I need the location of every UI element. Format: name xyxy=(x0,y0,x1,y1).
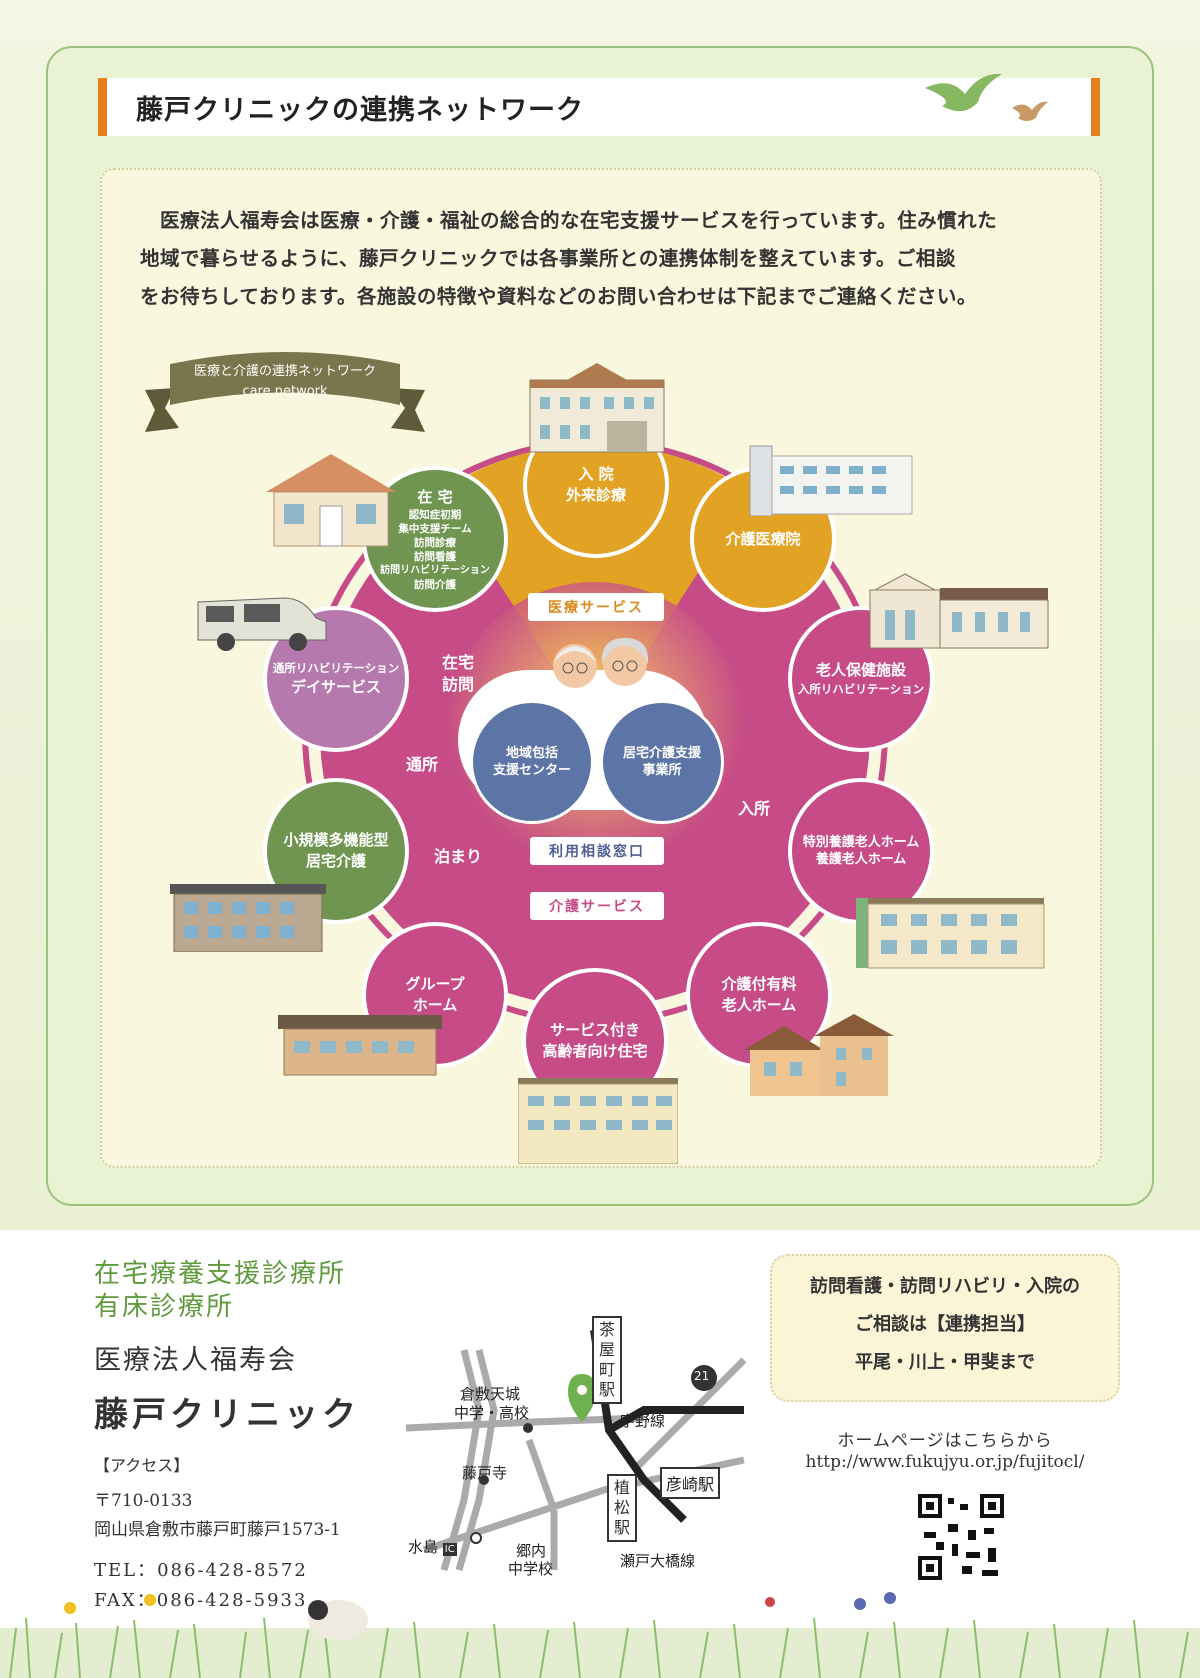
homepage-label: ホームページはこちらから xyxy=(837,1431,1053,1451)
group-home-building-illustration xyxy=(278,1015,442,1076)
banner-title: 医療と介護の連携ネットワーク xyxy=(194,363,376,379)
node-text: 訪問介護 xyxy=(414,578,456,591)
node-text: デイサービス xyxy=(290,678,381,696)
nyusho-label: 入所 xyxy=(737,799,770,818)
title-left-bar xyxy=(98,78,107,136)
map-label-fujitodera: 藤戸寺 xyxy=(462,1464,508,1482)
title-bar: 藤戸クリニックの連携ネットワーク xyxy=(98,78,1100,136)
node-text: 外来診療 xyxy=(565,486,626,504)
node-text: 養護老人ホーム xyxy=(815,852,907,867)
route-21-badge: 21 xyxy=(694,1369,710,1383)
node-chiiki: 地域包括 支援センター xyxy=(470,700,594,824)
node-text: 支援センター xyxy=(492,763,571,778)
birds-illustration xyxy=(925,73,1048,121)
node-shokibo: 小規模多機能型 居宅介護 xyxy=(263,778,409,924)
contact-line: ご相談は【連携担当】 xyxy=(855,1314,1035,1335)
map-label-seto: 瀬戸大橋線 xyxy=(620,1552,696,1570)
corporation-name: 医療法人福寿会 xyxy=(94,1345,297,1376)
map-label-gonai-2: 中学校 xyxy=(508,1560,554,1578)
map-label-kurashiki: 倉敷天城 xyxy=(460,1385,521,1403)
access-label: 【アクセス】 xyxy=(94,1456,190,1475)
kaigo-iryoin-building-illustration xyxy=(749,445,913,516)
tokuyo-building-illustration xyxy=(856,898,1045,969)
kaigo-service-label: 介護サービス xyxy=(530,892,664,920)
madoguchi-label: 利用相談窓口 xyxy=(530,837,664,865)
node-text: 認知症初期 xyxy=(408,508,462,521)
ic-badge: IC xyxy=(442,1543,457,1556)
node-text: 事業所 xyxy=(642,763,682,778)
map-label-mizushima: 水島 IC xyxy=(408,1536,457,1557)
zaitaku-houmon-label: 在宅 訪問 xyxy=(432,652,484,696)
node-text: 在 宅 xyxy=(417,487,453,506)
node-text: 老人ホーム xyxy=(721,996,797,1014)
clinic-type: 在宅療養支援診療所 xyxy=(94,1259,347,1289)
node-text: 高齢者向け住宅 xyxy=(542,1042,648,1060)
sakoju-building-illustration xyxy=(518,1078,678,1164)
contact-line: 訪問看護・訪問リハビリ・入院の xyxy=(810,1276,1080,1297)
qr-code-icon[interactable] xyxy=(918,1494,1004,1580)
node-text: 入所リハビリテーション xyxy=(797,682,925,696)
node-text: ホーム xyxy=(412,996,458,1014)
node-text: 訪問診療 xyxy=(414,536,456,549)
node-text: 訪問リハビリテーション xyxy=(380,564,490,576)
intro-line: をお待ちしております。各施設の特徴や資料などのお問い合わせは下記までご連絡くださ… xyxy=(140,285,977,308)
grass-illustration xyxy=(0,1592,1200,1678)
title-right-bar xyxy=(1091,78,1100,136)
tomari-label: 泊まり xyxy=(433,847,482,866)
node-text: 入 院 xyxy=(578,465,614,483)
map-label-uno: 宇野線 xyxy=(620,1412,666,1430)
homepage-url[interactable]: http://www.fukujyu.or.jp/fujitocl/ xyxy=(805,1452,1085,1472)
page-title: 藤戸クリニックの連携ネットワーク xyxy=(136,95,584,126)
roken-building-illustration xyxy=(869,573,1049,649)
address: 岡山県倉敷市藤戸町藤戸1573-1 xyxy=(94,1520,341,1540)
intro-line: 医療法人福寿会は医療・介護・福祉の総合的な在宅支援サービスを行っています。住み慣… xyxy=(160,209,998,232)
ribbon-banner: 医療と介護の連携ネットワーク care network xyxy=(145,352,425,432)
node-text: 介護付有料 xyxy=(721,975,797,993)
label-line: 在宅 xyxy=(441,653,474,672)
hospital-building-illustration xyxy=(529,363,665,453)
contact-line: 平尾・川上・甲斐まで xyxy=(855,1352,1035,1373)
clinic-type: 有床診療所 xyxy=(94,1292,235,1322)
contact-box: 訪問看護・訪問リハビリ・入院の ご相談は【連携担当】 平尾・川上・甲斐まで xyxy=(770,1254,1120,1402)
footer-info: 在宅療養支援診療所 有床診療所 医療法人福寿会 藤戸クリニック 【アクセス】 〒… xyxy=(94,1258,474,1612)
map-label-gonai: 郷内 xyxy=(516,1542,547,1560)
node-text: 訪問看護 xyxy=(414,550,456,563)
intro-text: 医療法人福寿会は医療・介護・福祉の総合的な在宅支援サービスを行っています。住み慣… xyxy=(140,202,1070,316)
node-text: 地域包括 xyxy=(505,746,558,761)
node-text: 小規模多機能型 xyxy=(283,831,389,849)
elderly-couple-icon xyxy=(553,638,649,688)
mizushima-text: 水島 xyxy=(408,1538,439,1556)
banner-subtitle: care network xyxy=(242,384,328,399)
chayamachi-station: 茶屋町駅 xyxy=(592,1316,622,1404)
iryo-service-label: 医療サービス xyxy=(528,593,664,621)
node-text: グループ xyxy=(405,975,465,993)
van-illustration xyxy=(197,597,327,651)
house-illustration xyxy=(266,454,396,547)
uematsu-station: 植松駅 xyxy=(607,1474,637,1542)
label-line: 訪問 xyxy=(441,675,474,694)
yuryo-house-illustration xyxy=(744,1014,894,1096)
node-text: 居宅介護支援 xyxy=(622,746,701,761)
node-text: 介護医療院 xyxy=(725,529,801,548)
node-text: 居宅介護 xyxy=(305,852,366,870)
node-text: 特別養護老人ホーム xyxy=(802,835,920,850)
tsusho-label: 通所 xyxy=(405,755,438,774)
node-text: 集中支援チーム xyxy=(398,522,472,535)
postal-code: 〒710-0133 xyxy=(94,1491,193,1511)
shokibo-building-illustration xyxy=(170,884,326,952)
node-text: 老人保健施設 xyxy=(815,661,906,679)
intro-line: 地域で暮らせるように、藤戸クリニックでは各事業所との連携体制を整えています。ご相… xyxy=(140,247,956,270)
node-text: 通所リハビリテーション xyxy=(272,661,400,675)
map-label-kurashiki-2: 中学・高校 xyxy=(454,1404,530,1422)
node-kyotaku: 居宅介護支援 事業所 xyxy=(600,700,724,824)
node-text: サービス付き xyxy=(549,1021,640,1039)
clinic-name: 藤戸クリニック xyxy=(94,1395,360,1435)
hikosaki-station: 彦崎駅 xyxy=(660,1467,721,1499)
tel: TEL：086-428-8572 xyxy=(94,1560,308,1581)
